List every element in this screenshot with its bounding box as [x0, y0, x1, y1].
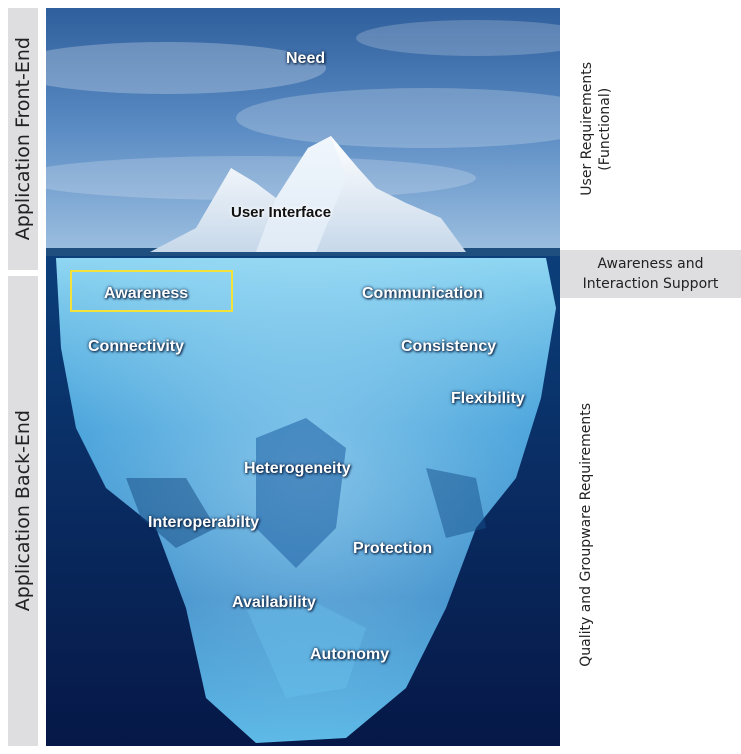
- quality-requirements-label: Quality and Groupware Requirements: [578, 403, 594, 667]
- label-availability: Availability: [232, 594, 316, 611]
- back-end-label: Application Back-End: [12, 410, 34, 612]
- label-awareness: Awareness: [104, 285, 189, 302]
- iceberg-illustration: [46, 8, 560, 746]
- label-need: Need: [286, 50, 326, 67]
- user-requirements-panel: User Requirements (Functional): [566, 8, 626, 250]
- awareness-support-line1: Awareness and: [597, 256, 704, 272]
- awareness-highlight-box: [70, 270, 233, 312]
- label-consistency: Consistency: [401, 338, 497, 355]
- iceberg-image: Need User Interface Awareness Communicat…: [46, 8, 560, 746]
- label-flexibility: Flexibility: [451, 390, 525, 407]
- front-end-panel: Application Front-End: [8, 8, 38, 270]
- label-autonomy: Autonomy: [310, 646, 390, 663]
- front-end-label: Application Front-End: [12, 37, 34, 241]
- awareness-support-box: Awareness and Interaction Support: [560, 250, 741, 298]
- user-requirements-line2: (Functional): [597, 87, 613, 171]
- label-connectivity: Connectivity: [88, 338, 185, 355]
- label-user-interface: User Interface: [231, 204, 332, 221]
- label-interoperability: Interoperabilty: [148, 514, 260, 531]
- label-heterogeneity: Heterogeneity: [244, 460, 351, 477]
- quality-requirements-panel: Quality and Groupware Requirements: [566, 330, 606, 740]
- user-requirements-label: User Requirements (Functional): [578, 62, 614, 196]
- user-requirements-line1: User Requirements: [579, 62, 595, 196]
- label-protection: Protection: [353, 540, 433, 557]
- label-communication: Communication: [362, 285, 483, 302]
- awareness-support-line2: Interaction Support: [582, 276, 719, 292]
- back-end-panel: Application Back-End: [8, 276, 38, 746]
